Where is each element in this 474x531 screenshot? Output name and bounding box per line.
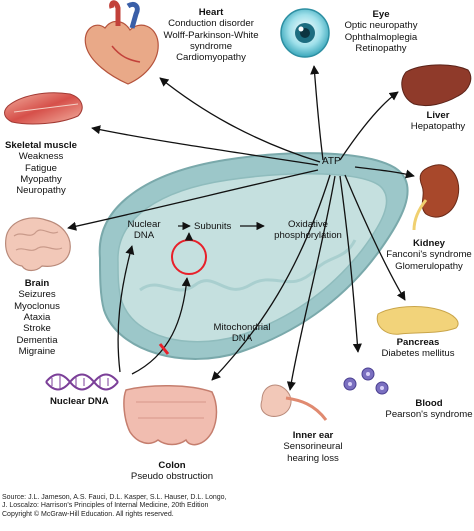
- block-mark: [158, 343, 170, 355]
- kidney-detail: Glomerulopathy: [395, 260, 463, 272]
- skeletal-muscle-detail: Fatigue: [25, 162, 57, 174]
- brain-detail: Myoclonus: [14, 300, 60, 312]
- colon-label: Colon Pseudo obstruction: [122, 460, 222, 483]
- mito-dna-line: DNA: [231, 333, 253, 345]
- heart-icon: [84, 0, 159, 85]
- inner-ear-detail: Sensorineural: [283, 441, 343, 453]
- nuclear-dna-inner-line: DNA: [133, 230, 155, 242]
- eye-detail: Ophthalmoplegia: [344, 31, 418, 43]
- muscle-icon: [4, 92, 83, 125]
- kidney-title: Kidney: [413, 238, 445, 249]
- nuclear-dna-inner-line: Nuclear: [127, 219, 161, 230]
- liver-icon: [401, 64, 472, 107]
- pancreas-title: Pancreas: [396, 337, 440, 348]
- eye-detail: Retinopathy: [355, 42, 407, 54]
- source-line: Copyright © McGraw-Hill Education. All r…: [2, 510, 174, 518]
- liver-detail: Hepatopathy: [410, 121, 466, 133]
- nuclear-dna-label: Nuclear DNA: [50, 396, 109, 407]
- eye-title: Eye: [372, 9, 390, 20]
- heart-detail: Conduction disorder: [168, 18, 254, 30]
- atp-label: ATP: [322, 156, 341, 167]
- kidney-icon: [412, 164, 460, 231]
- blood-detail: Pearson's syndrome: [385, 409, 473, 421]
- source-line: J. Loscalzo: Harrison's Principles of In…: [2, 502, 209, 510]
- skeletal-muscle-detail: Weakness: [18, 151, 64, 163]
- heart-label: Heart Conduction disorder Wolff-Parkinso…: [150, 7, 272, 64]
- blood-cells-icon: [343, 367, 389, 395]
- pancreas-label: Pancreas Diabetes mellitus: [370, 337, 466, 360]
- heart-detail: syndrome: [189, 40, 233, 52]
- mitochondrion: [98, 152, 409, 360]
- eye-label: Eye Optic neuropathy Ophthalmoplegia Ret…: [329, 9, 433, 54]
- oxphos-line: Oxidative: [288, 219, 328, 230]
- brain-detail: Migraine: [18, 345, 56, 357]
- atp-arrows: [67, 65, 415, 391]
- liver-title: Liver: [426, 110, 450, 121]
- pancreas-detail: Diabetes mellitus: [381, 348, 455, 360]
- skeletal-muscle-title: Skeletal muscle: [5, 140, 77, 151]
- mito-dna-label: Mitochondrial DNA: [204, 322, 280, 345]
- colon-title: Colon: [158, 460, 186, 471]
- oxphos-label: Oxidative phosphorylation: [268, 219, 348, 242]
- blood-label: Blood Pearson's syndrome: [384, 398, 474, 421]
- inner-ear-title: Inner ear: [292, 430, 334, 441]
- liver-label: Liver Hepatopathy: [404, 110, 472, 133]
- kidney-detail: Fanconi's syndrome: [386, 249, 472, 261]
- nuclear-dna-inner-label: Nuclear DNA: [124, 219, 164, 242]
- heart-detail: Cardiomyopathy: [176, 52, 246, 64]
- brain-detail: Stroke: [23, 323, 51, 335]
- dna-helix-icon: [45, 373, 119, 391]
- nuclear-dna-arrows: [117, 245, 191, 375]
- heart-detail: Wolff-Parkinson-White: [163, 29, 259, 41]
- skeletal-muscle-detail: Neuropathy: [16, 185, 66, 197]
- heart-title: Heart: [198, 7, 224, 18]
- colon-icon: [123, 385, 218, 446]
- brain-detail: Seizures: [18, 289, 56, 301]
- inner-ear-label: Inner ear Sensorineural hearing loss: [275, 430, 351, 464]
- colon-detail: Pseudo obstruction: [130, 471, 214, 483]
- blood-title: Blood: [415, 398, 443, 409]
- inner-ear-icon: [260, 384, 328, 421]
- skeletal-muscle-label: Skeletal muscle Weakness Fatigue Myopath…: [0, 140, 82, 197]
- brain-label: Brain Seizures Myoclonus Ataxia Stroke D…: [2, 278, 72, 357]
- inner-ear-detail: hearing loss: [287, 452, 339, 464]
- brain-detail: Dementia: [16, 334, 58, 346]
- subunits-label: Subunits: [194, 221, 232, 232]
- brain-detail: Ataxia: [23, 311, 51, 323]
- skeletal-muscle-detail: Myopathy: [20, 173, 62, 185]
- pancreas-icon: [376, 306, 459, 335]
- kidney-label: Kidney Fanconi's syndrome Glomerulopathy: [384, 238, 474, 272]
- mito-dna-line: Mitochondrial: [213, 322, 271, 333]
- source-line: Source: J.L. Jameson, A.S. Fauci, D.L. K…: [2, 494, 227, 501]
- brain-title: Brain: [24, 278, 50, 289]
- eye-detail: Optic neuropathy: [344, 20, 418, 32]
- eye-icon: [280, 8, 330, 58]
- oxphos-line: phosphorylation: [274, 230, 342, 242]
- source-credit: Source: J.L. Jameson, A.S. Fauci, D.L. K…: [2, 494, 302, 519]
- brain-icon: [5, 217, 71, 272]
